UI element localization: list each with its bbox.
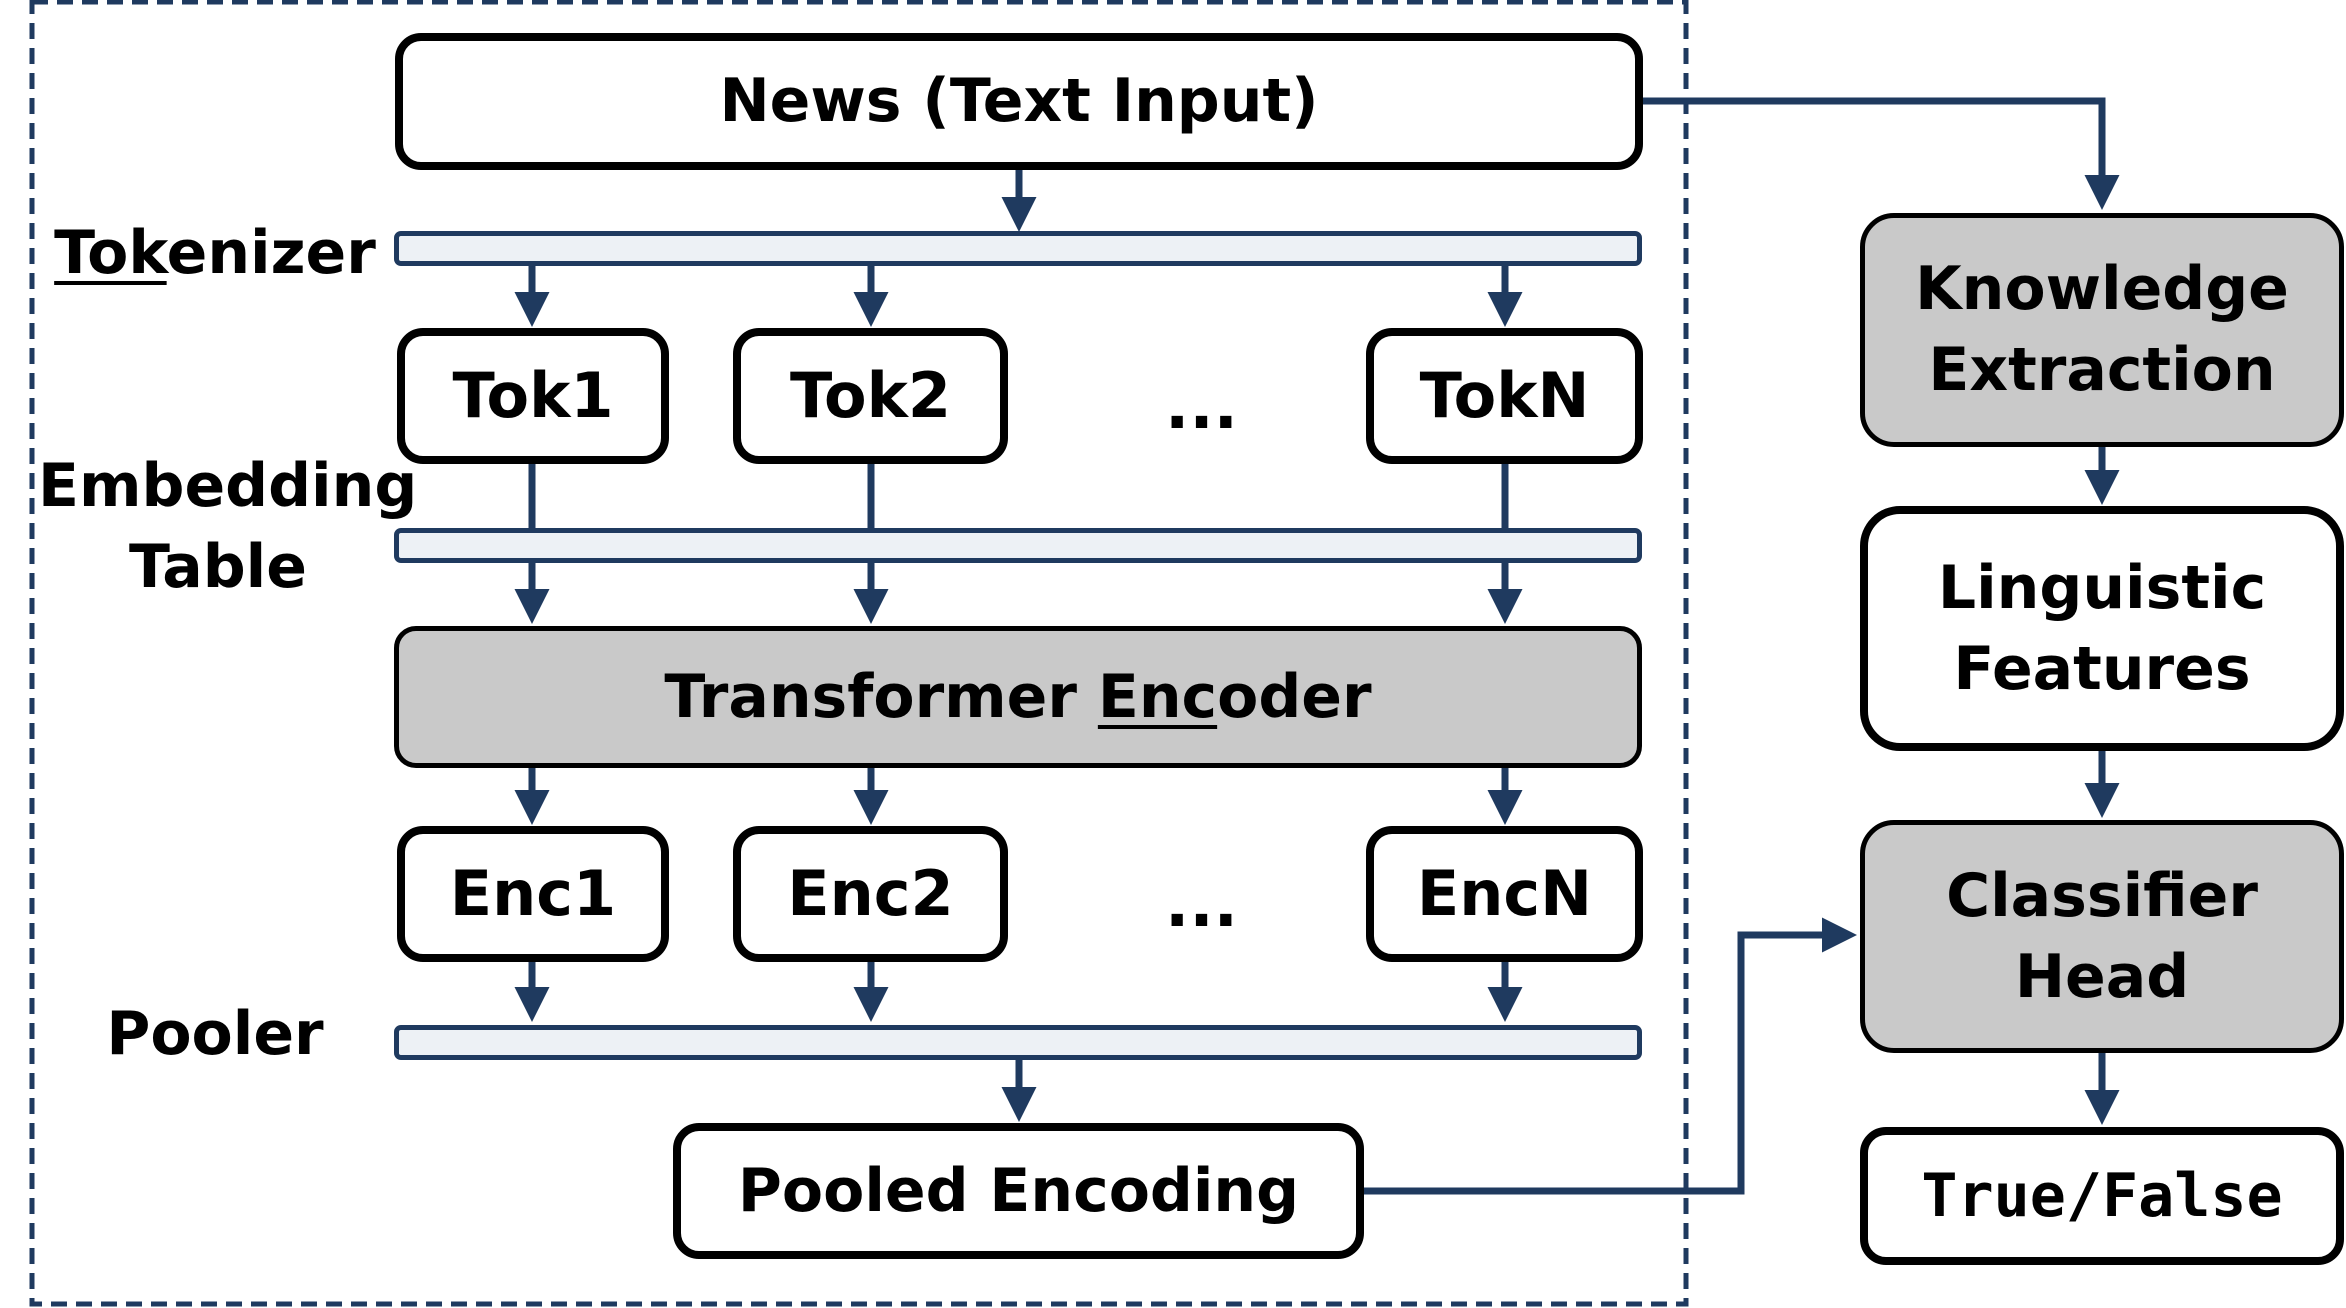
pooler-label: Pooler — [106, 999, 324, 1069]
pooled-encoding-box: Pooled Encoding — [673, 1123, 1364, 1259]
token-label-n: TokN — [1419, 359, 1590, 433]
knowledge-label-line2: Extraction — [1928, 335, 2276, 405]
enc-box-n: EncN — [1366, 826, 1643, 962]
tokenizer-label-underlined: Tok — [54, 218, 167, 288]
token-ellipsis: ... — [1165, 370, 1238, 444]
token-box-2: Tok2 — [733, 328, 1008, 464]
tokenizer-bar — [394, 231, 1642, 266]
enc-label-n: EncN — [1416, 857, 1593, 931]
output-label: True/False — [1921, 1160, 2283, 1231]
tokenizer-label-rest: enizer — [166, 218, 376, 288]
knowledge-extraction-box: Knowledge Extraction — [1860, 213, 2344, 447]
enc-ellipsis: ... — [1165, 868, 1238, 942]
embedding-label-line2: Table — [129, 532, 307, 602]
embedding-label-line1: Embedding — [38, 451, 418, 521]
pooler-bar — [394, 1025, 1642, 1060]
linguistic-label-line2: Features — [1953, 633, 2251, 704]
token-box-n: TokN — [1366, 328, 1643, 464]
token-label-1: Tok1 — [452, 359, 614, 433]
embedding-bar — [394, 528, 1642, 563]
arrow-pooled-classifier — [1364, 917, 1857, 1195]
encoder-label-post: oder — [1217, 661, 1372, 732]
classifier-label-line1: Classifier — [1946, 860, 2258, 931]
pooled-encoding-label: Pooled Encoding — [737, 1155, 1300, 1226]
embedding-table-label: Embedding Table — [38, 446, 418, 608]
linguistic-label-line1: Linguistic — [1937, 552, 2267, 623]
enc-box-2: Enc2 — [733, 826, 1008, 962]
linguistic-features-box: Linguistic Features — [1860, 506, 2344, 751]
token-box-1: Tok1 — [397, 328, 669, 464]
classifier-label-line2: Head — [2014, 941, 2190, 1012]
model-boundary — [29, 0, 1689, 1307]
knowledge-label-line1: Knowledge — [1915, 254, 2289, 324]
enc-label-1: Enc1 — [449, 857, 617, 931]
tokenizer-label: Tokenizer — [40, 213, 390, 294]
arrow-input-knowledge — [1643, 97, 2120, 210]
enc-box-1: Enc1 — [397, 826, 669, 962]
enc-label-2: Enc2 — [787, 857, 954, 931]
news-input-box: News (Text Input) — [395, 33, 1643, 170]
token-label-2: Tok2 — [789, 359, 952, 433]
encoder-label-pre: Transformer — [664, 661, 1098, 732]
encoder-label-underlined: Enc — [1097, 661, 1218, 732]
output-true-false-box: True/False — [1860, 1127, 2344, 1265]
classifier-head-box: Classifier Head — [1860, 820, 2344, 1053]
news-input-label: News (Text Input) — [719, 66, 1319, 136]
